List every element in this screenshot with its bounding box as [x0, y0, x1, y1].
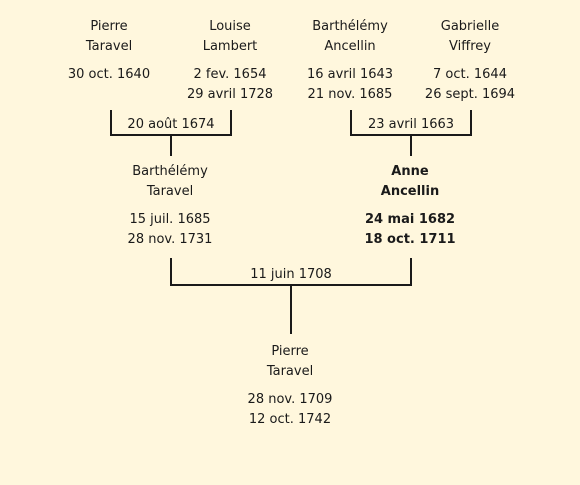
person-pierre-taravel-sr: Pierre Taravel 30 oct. 1640: [39, 17, 179, 85]
connector-left-down: [170, 136, 172, 156]
birth-date: 24 mai 1682: [364, 212, 456, 227]
death-date: 29 avril 1728: [186, 87, 274, 102]
last-name: Taravel: [85, 39, 133, 54]
birth-date: 16 avril 1643: [306, 67, 394, 82]
connector-left-horizontal: [110, 134, 232, 136]
first-name: Barthélémy: [312, 19, 388, 34]
last-name: Ancellin: [380, 184, 440, 199]
birth-date: 7 oct. 1644: [433, 67, 507, 82]
last-name: Taravel: [146, 184, 194, 199]
birth-date: 30 oct. 1640: [67, 67, 151, 82]
marriage-date-taravel-lambert: 20 août 1674: [127, 117, 215, 132]
person-gabrielle-viffrey: Gabrielle Viffrey 7 oct. 1644 26 sept. 1…: [400, 17, 540, 105]
connector-right-vertical-1: [350, 110, 352, 136]
connector-left-vertical-1: [110, 110, 112, 136]
first-name: Barthélémy: [132, 164, 208, 179]
connector-left-vertical-2: [230, 110, 232, 136]
connector-right-down: [410, 136, 412, 156]
first-name: Anne: [391, 164, 429, 179]
connector-right-vertical-2: [470, 110, 472, 136]
death-date: 18 oct. 1711: [364, 232, 456, 247]
person-barthelemy-taravel: Barthélémy Taravel 15 juil. 1685 28 nov.…: [100, 162, 240, 250]
connector-bottom-down: [290, 286, 292, 334]
person-anne-ancellin: Anne Ancellin 24 mai 1682 18 oct. 1711: [340, 162, 480, 250]
first-name: Louise: [209, 19, 251, 34]
death-date: 12 oct. 1742: [248, 412, 332, 427]
birth-date: 2 fev. 1654: [193, 67, 267, 82]
first-name: Gabrielle: [440, 19, 500, 34]
connector-bottom-vertical-1: [170, 258, 172, 286]
last-name: Lambert: [202, 39, 258, 54]
first-name: Pierre: [271, 344, 309, 359]
death-date: 28 nov. 1731: [127, 232, 213, 247]
death-date: 26 sept. 1694: [424, 87, 516, 102]
last-name: Viffrey: [449, 39, 491, 54]
last-name: Ancellin: [324, 39, 376, 54]
first-name: Pierre: [90, 19, 128, 34]
person-barthelemy-ancellin: Barthélémy Ancellin 16 avril 1643 21 nov…: [280, 17, 420, 105]
birth-date: 28 nov. 1709: [247, 392, 333, 407]
last-name: Taravel: [266, 364, 314, 379]
marriage-date-taravel-ancellin: 11 juin 1708: [250, 267, 332, 282]
marriage-date-ancellin-viffrey: 23 avril 1663: [367, 117, 455, 132]
person-pierre-taravel-jr: Pierre Taravel 28 nov. 1709 12 oct. 1742: [220, 342, 360, 430]
person-louise-lambert: Louise Lambert 2 fev. 1654 29 avril 1728: [160, 17, 300, 105]
connector-right-horizontal: [350, 134, 472, 136]
connector-bottom-vertical-2: [410, 258, 412, 286]
birth-date: 15 juil. 1685: [129, 212, 211, 227]
death-date: 21 nov. 1685: [307, 87, 393, 102]
connector-bottom-horizontal: [170, 284, 412, 286]
